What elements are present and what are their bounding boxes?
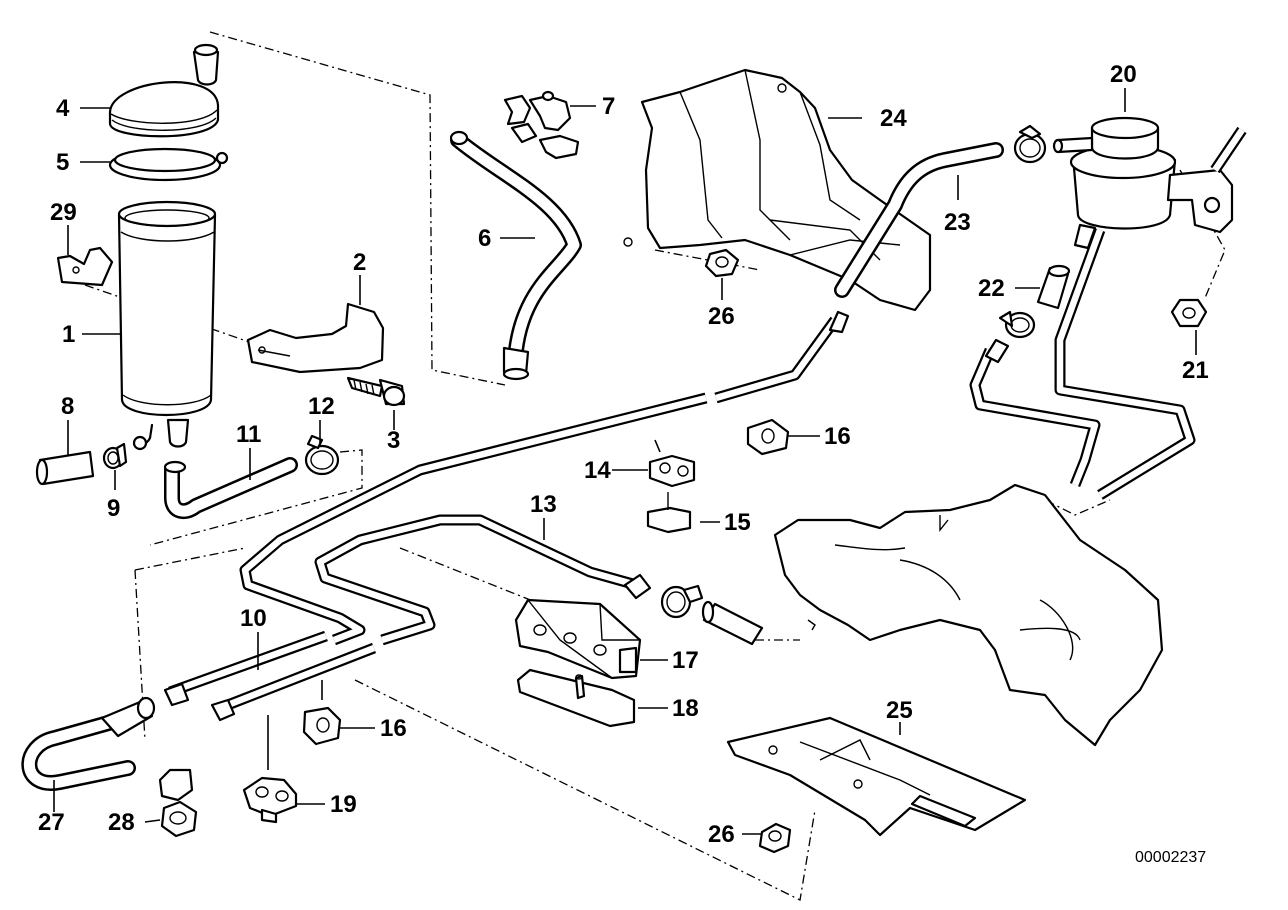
bracket-15[interactable]	[646, 492, 692, 534]
filter-cap[interactable]	[108, 43, 220, 138]
callout-2: 2	[353, 249, 366, 276]
callout-24: 24	[880, 105, 907, 132]
right-fuel-pipes[interactable]	[969, 126, 1247, 500]
curved-hose-6[interactable]	[449, 130, 582, 381]
hose-clamp-12[interactable]	[304, 434, 340, 476]
diagram-reference-number: 00002237	[1135, 849, 1206, 866]
bracket-plate[interactable]	[726, 716, 1027, 837]
callout-6: 6	[478, 225, 491, 252]
callout-27: 27	[38, 809, 65, 836]
callout-13: 13	[530, 491, 557, 518]
callout-23: 23	[944, 209, 971, 236]
multi-clip-17[interactable]	[514, 598, 642, 680]
short-hose-tank[interactable]	[701, 600, 764, 646]
callout-15: 15	[724, 509, 751, 536]
short-sleeve[interactable]	[35, 450, 95, 486]
callout-16-lower: 16	[380, 715, 407, 742]
callout-25: 25	[886, 697, 913, 724]
callout-12: 12	[308, 393, 335, 420]
callout-22: 22	[978, 275, 1005, 302]
nut-26-upper[interactable]	[704, 248, 740, 278]
callout-16-upper: 16	[824, 423, 851, 450]
main-fuel-lines[interactable]	[163, 310, 850, 722]
callout-1: 1	[62, 321, 75, 348]
hose-clamp-22[interactable]	[998, 310, 1036, 339]
nut-21[interactable]	[1170, 298, 1208, 328]
callout-8: 8	[61, 393, 74, 420]
hose-clamp-13[interactable]	[660, 584, 704, 619]
callout-5: 5	[56, 149, 69, 176]
nut-26-lower[interactable]	[758, 822, 792, 854]
clip-14[interactable]	[648, 454, 696, 488]
callout-14: 14	[584, 457, 611, 484]
callout-9: 9	[107, 495, 120, 522]
clip-19[interactable]	[242, 776, 298, 824]
fuel-tank-outline	[773, 483, 1164, 747]
u-hose[interactable]	[21, 696, 156, 791]
hose-clip-9[interactable]	[102, 442, 128, 470]
bent-hose[interactable]	[163, 457, 298, 520]
small-bracket[interactable]	[56, 246, 114, 287]
clamp-ring[interactable]	[108, 147, 229, 182]
callout-18: 18	[672, 695, 699, 722]
leader-lines	[53, 88, 1197, 835]
retaining-clip-7[interactable]	[503, 90, 580, 160]
fuel-container[interactable]	[1052, 116, 1234, 250]
callout-20: 20	[1110, 61, 1137, 88]
clip-28[interactable]	[158, 768, 198, 838]
mounting-strap[interactable]	[246, 302, 385, 374]
base-clip-18[interactable]	[516, 668, 636, 728]
callout-28: 28	[108, 809, 135, 836]
hose-clamp-upper-right[interactable]	[1013, 124, 1047, 164]
callout-17: 17	[672, 647, 699, 674]
clip-16-upper[interactable]	[746, 418, 790, 456]
sleeve-22[interactable]	[1036, 264, 1071, 310]
callout-11: 11	[236, 421, 261, 448]
callout-7: 7	[602, 93, 615, 120]
callout-26-upper: 26	[708, 303, 735, 330]
callout-21: 21	[1182, 357, 1209, 384]
callout-labels: 4 5 29 1 2 3 8 9 11 12 6 7 24 26 23 20 2…	[38, 61, 1209, 866]
callout-10: 10	[240, 605, 267, 632]
callout-29: 29	[50, 199, 77, 226]
callout-3: 3	[387, 427, 400, 454]
assembly-guide-lines	[84, 31, 1226, 901]
clip-16-lower[interactable]	[302, 706, 342, 746]
callout-4: 4	[56, 95, 70, 122]
bolt[interactable]	[346, 376, 406, 407]
callout-19: 19	[330, 791, 357, 818]
fuel-filter-canister[interactable]	[117, 200, 217, 451]
callout-26-lower: 26	[708, 821, 735, 848]
hose-23[interactable]	[834, 142, 1004, 298]
